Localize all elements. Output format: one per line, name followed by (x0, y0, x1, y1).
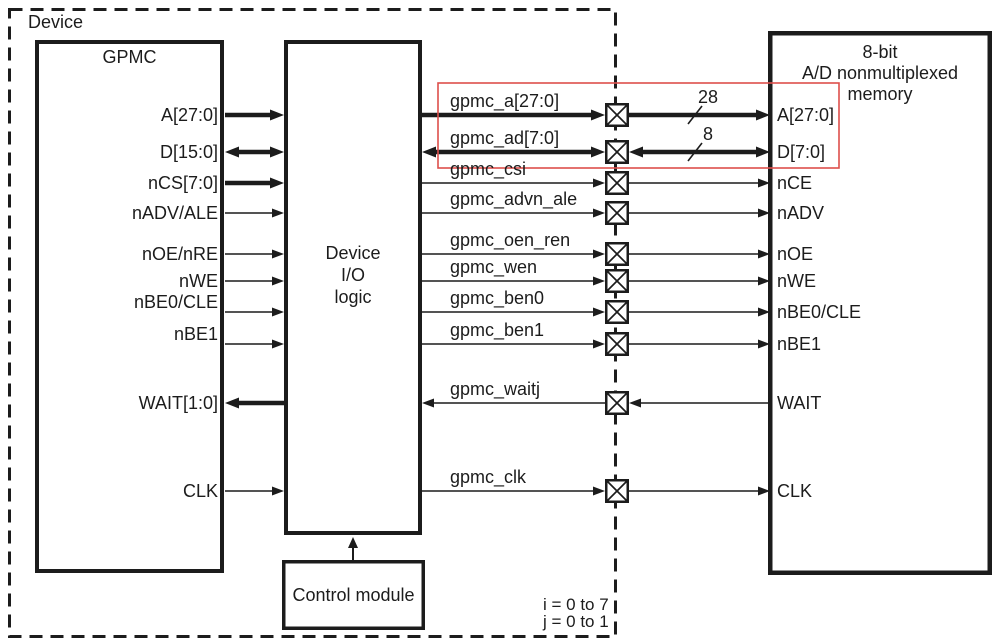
memory-title-line-2: A/D nonmultiplexed (801, 63, 959, 83)
io-cell-x (606, 172, 628, 194)
gpmc-signal-label: CLK (182, 481, 218, 501)
note-line-j: j = 0 to 1 (543, 612, 609, 631)
io-logic-title-line-1: Device (325, 243, 381, 263)
memory-signal-label: CLK (777, 481, 813, 501)
signal-wire-gpmc-arrowhead (270, 109, 284, 121)
index-range-note: i = 0 to 7 j = 0 to 1 (543, 596, 609, 630)
signal-wire-memory-arrowhead (756, 146, 770, 158)
io-cell-x (606, 301, 628, 323)
gpmc-signal-label: nBE0/CLE (133, 292, 218, 312)
bus-width-slash (687, 105, 703, 125)
io-signal-label: gpmc_wen (450, 257, 538, 277)
device-boundary-label: Device (28, 12, 84, 32)
signal-wire-io-arrowhead (593, 208, 605, 218)
io-signal-label: gpmc_waitj (450, 379, 541, 399)
gpmc-signal-label: nOE/nRE (141, 244, 218, 264)
memory-signal-label: nWE (777, 271, 817, 291)
io-logic-title-line-2: I/O (340, 265, 365, 285)
signal-wire-io-arrowhead (593, 178, 605, 188)
signal-wire-memory-arrowhead (758, 486, 770, 496)
gpmc-signal-label: nADV/ALE (131, 203, 218, 223)
bus-width-label: 28 (697, 87, 719, 107)
gpmc-signal-label: WAIT[1:0] (138, 393, 218, 413)
io-signal-label: gpmc_ben1 (450, 320, 545, 340)
signal-wire-gpmc-arrowhead (272, 249, 284, 259)
gpmc-signal-label: D[15:0] (159, 142, 218, 162)
signal-wire-gpmc-arrowhead (225, 146, 239, 158)
gpmc-box-title: GPMC (102, 47, 157, 67)
signal-wire-io-arrowhead (593, 249, 605, 259)
memory-signal-label: nBE0/CLE (777, 302, 862, 322)
io-signal-label: gpmc_advn_ale (450, 189, 578, 209)
signal-wire-gpmc-arrowhead (272, 339, 284, 349)
io-signal-label: gpmc_ben0 (450, 288, 545, 308)
io-cell-x (606, 480, 628, 502)
signal-wire-gpmc-arrowhead (272, 486, 284, 496)
signal-wire-gpmc-arrowhead (272, 276, 284, 286)
signal-wire-memory-arrowhead (758, 249, 770, 259)
gpmc-signal-label: A[27:0] (160, 105, 218, 125)
gpmc-box (35, 40, 224, 573)
io-cell-x (606, 202, 628, 224)
memory-title-line-3: memory (847, 84, 913, 104)
signal-wire-memory-arrowhead (758, 307, 770, 317)
control-arrow-head (348, 537, 358, 548)
signal-wire-gpmc-arrowhead (270, 146, 284, 158)
io-cell-x (606, 243, 628, 265)
io-cell-x (606, 270, 628, 292)
memory-title-line-1: 8-bit (862, 42, 898, 62)
io-cell-x (606, 141, 628, 163)
highlight-rect (437, 82, 840, 169)
control-module-box-title: Control module (292, 585, 415, 605)
io-signal-label: gpmc_oen_ren (450, 230, 571, 250)
signal-wire-io-arrowhead (593, 486, 605, 496)
gpmc-signal-label: nCS[7:0] (147, 173, 218, 193)
signal-wire-gpmc-arrowhead (272, 307, 284, 317)
gpmc-signal-label: nWE (178, 271, 218, 291)
signal-wire-memory-arrowhead (629, 398, 641, 408)
signal-wire-memory-arrowhead (758, 339, 770, 349)
signal-wire-memory-arrowhead (756, 109, 770, 121)
io-signal-label: gpmc_clk (450, 467, 527, 487)
bus-width-label: 8 (702, 124, 714, 144)
signal-wire-io-arrowhead (422, 146, 436, 158)
signal-wire-gpmc-arrowhead (225, 397, 239, 409)
signal-wire-io-arrowhead (591, 109, 605, 121)
signal-wire-io-arrowhead (593, 307, 605, 317)
io-logic-box-title: Device I/O logic (284, 242, 422, 308)
signal-wire-io-arrowhead (422, 398, 434, 408)
signal-wire-gpmc-arrowhead (270, 177, 284, 189)
io-signal-label: gpmc_a[27:0] (450, 91, 560, 111)
io-cell-x (606, 104, 628, 126)
memory-signal-label: nADV (777, 203, 825, 223)
memory-signal-label: nOE (777, 244, 814, 264)
io-logic-box (284, 40, 422, 535)
memory-box (768, 31, 992, 575)
signal-wire-io-arrowhead (593, 339, 605, 349)
io-logic-title-line-3: logic (334, 287, 372, 307)
memory-signal-label: A[27:0] (777, 105, 835, 125)
memory-box-title: 8-bit A/D nonmultiplexed memory (768, 42, 992, 105)
signal-wire-memory-arrowhead (758, 178, 770, 188)
signal-wire-memory-arrowhead (758, 276, 770, 286)
device-boundary (8, 8, 617, 638)
io-signal-label: gpmc_csi (450, 159, 527, 179)
signal-wire-memory-arrowhead (629, 146, 643, 158)
bus-width-slash (687, 142, 703, 162)
signal-wire-memory-arrowhead (758, 208, 770, 218)
signal-wire-gpmc-arrowhead (272, 208, 284, 218)
control-module-box (282, 560, 425, 630)
io-cell-x (606, 392, 628, 414)
signal-wire-io-arrowhead (593, 276, 605, 286)
memory-signal-label: D[7:0] (777, 142, 826, 162)
memory-signal-label: nBE1 (777, 334, 822, 354)
note-line-i: i = 0 to 7 (543, 595, 609, 614)
io-signal-label: gpmc_ad[7:0] (450, 128, 560, 148)
signal-wire-io-arrowhead (591, 146, 605, 158)
io-cell-x (606, 333, 628, 355)
memory-signal-label: nCE (777, 173, 813, 193)
gpmc-signal-label: nBE1 (173, 324, 218, 344)
memory-signal-label: WAIT (777, 393, 822, 413)
